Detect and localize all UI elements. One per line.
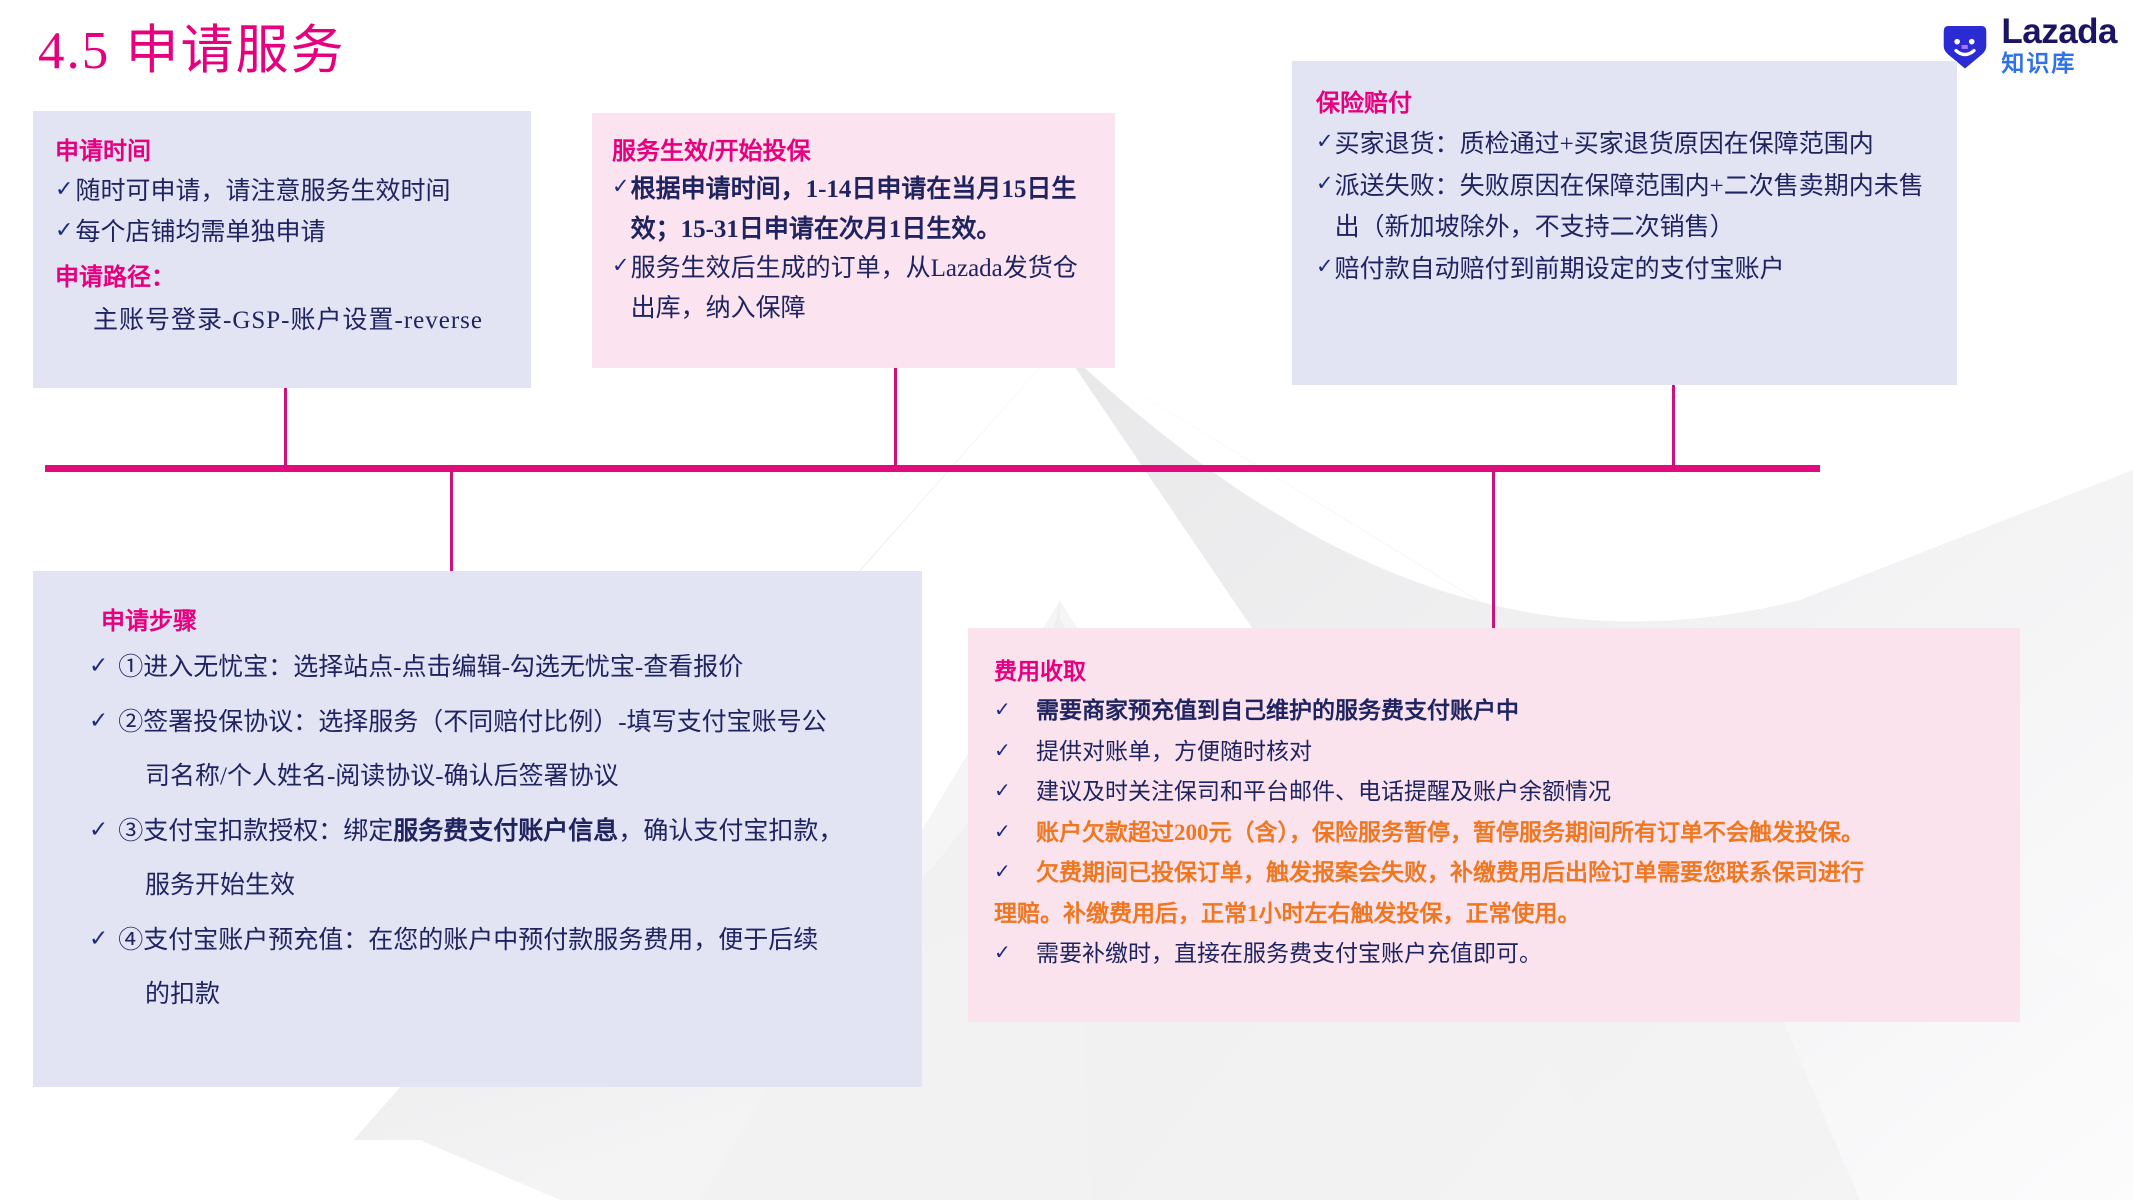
bullet-text: 随时可申请，请注意服务生效时间 [75, 178, 451, 205]
card-application-steps-title: 申请步骤 [101, 608, 197, 635]
connector-fees [1492, 468, 1495, 630]
logo-text-block: Lazada 知识库 [2001, 14, 2117, 75]
check-icon: ✓ [89, 816, 109, 843]
check-icon: ✓ [55, 177, 74, 202]
check-icon: ✓ [89, 925, 109, 952]
fee-text: 需要补缴时，直接在服务费支付宝账户充值即可。 [1036, 941, 1542, 966]
apply-path-value: 主账号登录-GSP-账户设置-reverse [93, 307, 484, 334]
bullet-item: ✓ 派送失败：失败原因在保障范围内+二次售卖期内未售出（新加坡除外，不支持二次销… [1316, 166, 1933, 249]
lazada-logo: Lazada 知识库 [1937, 14, 2117, 75]
connector-apply-time [284, 388, 287, 468]
fee-text: 需要商家预充值到自己维护的服务费支付账户中 [1036, 698, 1519, 723]
connector-claim [1672, 385, 1675, 468]
logo-subtitle: 知识库 [2001, 50, 2077, 76]
check-icon: ✓ [1316, 129, 1334, 153]
connector-effective [894, 368, 897, 468]
step-text-a: ③支付宝扣款授权：绑定 [118, 817, 394, 845]
card-service-effective-title: 服务生效/开始投保 [612, 138, 811, 165]
bullet-item: ✓ 赔付款自动赔付到前期设定的支付宝账户 [1316, 249, 1933, 291]
check-icon: ✓ [89, 707, 109, 734]
check-icon: ✓ [994, 859, 1011, 883]
apply-path-label: 申请路径： [55, 264, 175, 291]
timeline-axis [45, 465, 1820, 472]
check-icon: ✓ [1316, 170, 1334, 195]
fee-text: 提供对账单，方便随时核对 [1036, 738, 1312, 764]
check-icon: ✓ [994, 940, 1011, 964]
bullet-text: 派送失败：失败原因在保障范围内+二次售卖期内未售出（新加坡除外，不支持二次销售） [1334, 172, 1924, 242]
card-apply-time: 申请时间 ✓ 随时可申请，请注意服务生效时间 ✓ 每个店铺均需单独申请 申请路径… [33, 111, 531, 388]
check-icon: ✓ [89, 653, 109, 679]
bullet-item: ✓ 每个店铺均需单独申请 [55, 213, 509, 254]
fee-text: 账户欠款超过200元（含），保险服务暂停，暂停服务期间所有订单不会触发投保。 [1036, 819, 1864, 845]
step-text-c: ，确认支付宝扣款， [618, 817, 844, 845]
step-text: ②签署投保协议：选择服务（不同赔付比例）-填写支付宝账号公 [118, 708, 827, 736]
card-insurance-claim: 保险赔付 ✓ 买家退货：质检通过+买家退货原因在保障范围内 ✓ 派送失败：失败原… [1292, 61, 1957, 385]
step-continuation: 服务开始生效 [145, 872, 296, 899]
check-icon: ✓ [994, 737, 1011, 762]
fee-text: 欠费期间已投保订单，触发报案会失败，补缴费用后出险订单需要您联系保司进行 [1036, 860, 1864, 885]
bullet-text: 赔付款自动赔付到前期设定的支付宝账户 [1334, 255, 1785, 283]
card-apply-time-title: 申请时间 [55, 138, 151, 165]
fee-item: ✓ 提供对账单，方便随时核对 [994, 735, 2002, 770]
fee-text: 建议及时关注保司和平台邮件、电话提醒及账户余额情况 [1036, 779, 1611, 804]
step-continuation: 的扣款 [145, 981, 221, 1008]
step-text: ④支付宝账户预充值：在您的账户中预付款服务费用，便于后续 [118, 926, 819, 954]
lazada-heart-icon [1944, 25, 1987, 69]
check-icon: ✓ [994, 697, 1011, 721]
check-icon: ✓ [994, 818, 1011, 843]
page-title: 4.5 申请服务 [38, 22, 346, 80]
bullet-item: ✓ 随时可申请，请注意服务生效时间 [55, 172, 509, 213]
step-text: ①进入无忧宝：选择站点-点击编辑-勾选无忧宝-查看报价 [118, 654, 744, 681]
logo-wordmark: Lazada [2001, 12, 2117, 51]
fee-item-warning: ✓ 欠费期间已投保订单，触发报案会失败，补缴费用后出险订单需要您联系保司进行 [994, 856, 2002, 891]
step-item: ✓ ③支付宝扣款授权：绑定服务费支付账户信息，确认支付宝扣款， [67, 810, 894, 855]
bullet-text: 服务生效后生成的订单，从Lazada发货仓出库，纳入保障 [630, 255, 1078, 322]
step-item: ✓ ②签署投保协议：选择服务（不同赔付比例）-填写支付宝账号公 [67, 701, 894, 746]
bullet-text: 每个店铺均需单独申请 [75, 218, 326, 246]
fee-item: ✓ 需要商家预充值到自己维护的服务费支付账户中 [994, 694, 2002, 729]
card-fee-collection-title: 费用收取 [994, 658, 1086, 684]
step-item: ✓ ④支付宝账户预充值：在您的账户中预付款服务费用，便于后续 [67, 919, 894, 964]
fee-item: ✓ 建议及时关注保司和平台邮件、电话提醒及账户余额情况 [994, 775, 2002, 810]
step-text: ③支付宝扣款授权：绑定服务费支付账户信息，确认支付宝扣款， [118, 810, 894, 855]
connector-steps [450, 468, 453, 572]
card-service-effective: 服务生效/开始投保 ✓ 根据申请时间，1-14日申请在当月15日生效；15-31… [592, 113, 1115, 368]
card-insurance-claim-title: 保险赔付 [1316, 90, 1412, 117]
check-icon: ✓ [994, 778, 1011, 802]
check-icon: ✓ [612, 174, 630, 198]
step-item: ✓ ①进入无忧宝：选择站点-点击编辑-勾选无忧宝-查看报价 [67, 646, 894, 691]
card-application-steps: 申请步骤 ✓ ①进入无忧宝：选择站点-点击编辑-勾选无忧宝-查看报价 ✓ ②签署… [33, 571, 922, 1087]
fee-item: ✓ 需要补缴时，直接在服务费支付宝账户充值即可。 [994, 937, 2002, 972]
bullet-item: ✓ 服务生效后生成的订单，从Lazada发货仓出库，纳入保障 [612, 249, 1095, 328]
step-continuation: 司名称/个人姓名-阅读协议-确认后签署协议 [145, 763, 619, 790]
bullet-text: 买家退货：质检通过+买家退货原因在保障范围内 [1334, 131, 1874, 158]
fee-warning-continuation: 理赔。补缴费用后，正常1小时左右触发投保，正常使用。 [994, 900, 1581, 926]
fee-item-warning: ✓ 账户欠款超过200元（含），保险服务暂停，暂停服务期间所有订单不会触发投保。 [994, 816, 2002, 851]
check-icon: ✓ [612, 253, 630, 277]
bullet-text: 根据申请时间，1-14日申请在当月15日生效；15-31日申请在次月1日生效。 [630, 176, 1077, 243]
step-text-emphasis: 服务费支付账户信息 [393, 817, 619, 845]
card-fee-collection: 费用收取 ✓ 需要商家预充值到自己维护的服务费支付账户中 ✓ 提供对账单，方便随… [968, 628, 2020, 1022]
bullet-item: ✓ 买家退货：质检通过+买家退货原因在保障范围内 [1316, 124, 1933, 166]
check-icon: ✓ [55, 217, 74, 243]
check-icon: ✓ [1316, 253, 1334, 278]
bullet-item: ✓ 根据申请时间，1-14日申请在当月15日生效；15-31日申请在次月1日生效… [612, 170, 1095, 249]
